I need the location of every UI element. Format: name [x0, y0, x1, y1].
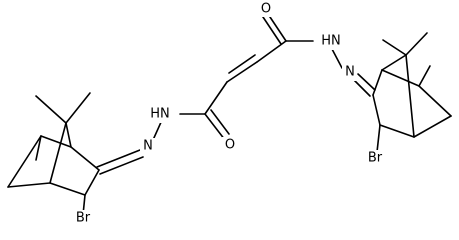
bond-n-c2-right-double [353, 79, 371, 97]
bond-c3-br-right [376, 124, 381, 153]
atom-nitrogen-left: N [143, 139, 153, 154]
bond-c3-c4-left [49, 182, 86, 196]
bond-c7-me-b-right [405, 32, 428, 56]
bond-c3-c4-right [379, 124, 415, 138]
bond-c7-c4-right [405, 54, 415, 138]
bond-ca-cb-double [228, 54, 256, 74]
bond-c2-c1-right [372, 69, 383, 96]
atom-nh-right: HN [321, 34, 341, 49]
bond-ctop-ca [256, 40, 287, 63]
atom-bromine-right: Br [368, 151, 383, 166]
bond-c1-me-right [418, 65, 431, 87]
bond-c1-c7-right [381, 54, 407, 71]
bond-c6-c5-left [7, 135, 42, 188]
bond-c1-c7-left [65, 122, 72, 148]
bond-ca-cb [226, 61, 258, 83]
bond-c7-me-a-right [382, 39, 407, 56]
bond-ctop-otop-double [260, 13, 282, 45]
bond-cbot-obot [204, 113, 226, 141]
bond-cbot-obot-double [210, 109, 230, 135]
bond-c6-c5-right [418, 85, 452, 117]
atom-nh-left: HN [150, 107, 170, 122]
bond-c7-c4-left [49, 122, 67, 184]
atom-nitrogen-right: N [345, 65, 355, 80]
chemical-structure: O HN N Br O HN N Br [7, 0, 452, 227]
bond-c5-c4-left [7, 182, 51, 188]
bond-cb-cbot [204, 81, 228, 115]
bond-c1-c6-left [40, 135, 72, 148]
bonds [7, 10, 452, 216]
bond-c5-c4-right [413, 115, 452, 138]
bond-c7-me-a-left [35, 95, 67, 124]
bond-n-c2-right [357, 73, 376, 91]
bond-c1-c6-right [381, 69, 420, 87]
atom-labels: O HN N Br O HN N Br [71, 0, 387, 227]
bond-nh-n-right [331, 48, 343, 69]
bond-n-c2-left [96, 149, 141, 168]
bond-c2-c3-left [84, 169, 100, 196]
bond-c7-me-b-left [65, 92, 91, 124]
bond-c2-c3-right [372, 94, 381, 126]
bond-c1-me-left [35, 135, 42, 161]
atom-oxygen-bottom: O [225, 138, 235, 153]
bond-c2-c1-left [70, 146, 100, 171]
bond-n-c2-left-double [99, 156, 144, 175]
atom-bromine-left: Br [76, 211, 91, 226]
atom-oxygen-top: O [261, 2, 271, 17]
bond-nh-n-left [152, 119, 163, 141]
